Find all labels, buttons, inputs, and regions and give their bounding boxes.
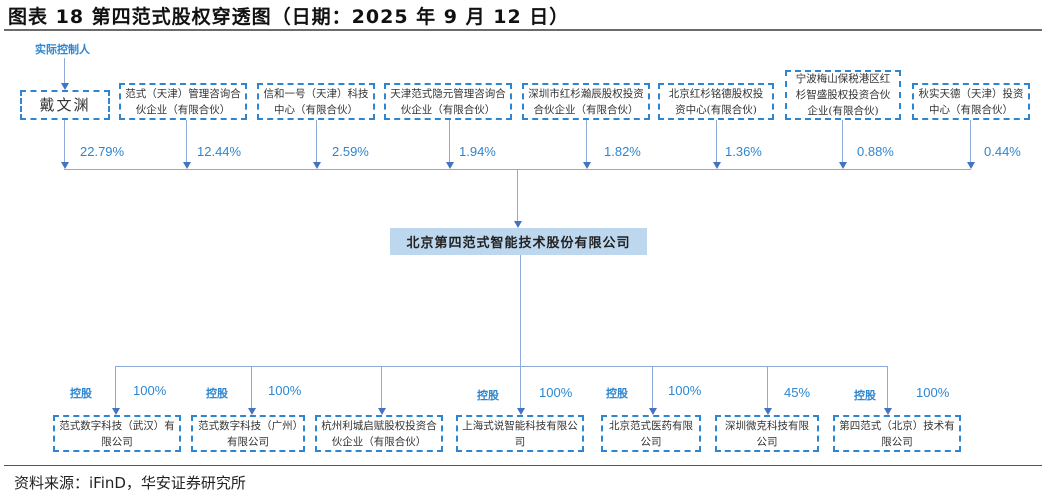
shareholder-box[interactable]: 戴文渊 xyxy=(20,90,110,120)
shareholder-name: 秋实天德（天津）投资中心（有限合伙） xyxy=(918,87,1024,116)
source-divider xyxy=(4,465,1042,466)
arrow-down-icon xyxy=(446,162,454,169)
subsidiary-bus-line xyxy=(115,366,887,367)
title-divider xyxy=(4,29,1042,31)
arrow-down-icon xyxy=(378,408,386,415)
shareholder-box[interactable]: 范式（天津）管理咨询合伙企业（有限合伙） xyxy=(119,83,247,120)
ownership-percent: 22.79% xyxy=(80,144,125,159)
subsidiary-name: 上海式说智能科技有限公司 xyxy=(462,419,578,448)
control-label: 控股 xyxy=(606,387,628,400)
figure-title: 图表 18 第四范式股权穿透图（日期：2025 年 9 月 12 日） xyxy=(8,6,570,28)
control-label: 控股 xyxy=(477,389,499,402)
connector xyxy=(716,120,717,163)
connector xyxy=(115,366,116,408)
connector xyxy=(251,366,252,408)
actual-controller-label: 实际控制人 xyxy=(35,43,90,56)
connector xyxy=(887,366,888,408)
connector xyxy=(842,120,843,163)
subsidiary-box[interactable]: 范式数字科技（武汉）有限公司 xyxy=(53,415,181,452)
ownership-percent: 100% xyxy=(916,385,950,400)
connector xyxy=(586,120,587,163)
ownership-percent: 1.82% xyxy=(604,144,641,159)
connector xyxy=(381,366,382,408)
subsidiary-name: 范式数字科技（广州）有限公司 xyxy=(198,419,298,448)
shareholder-name: 范式（天津）管理咨询合伙企业（有限合伙） xyxy=(125,87,241,116)
shareholder-name: 宁波梅山保税港区红杉智盛股权投资合伙企业(有限合伙) xyxy=(795,73,891,117)
shareholder-name: 深圳市红杉瀚辰股权投资合伙企业（有限合伙） xyxy=(528,87,644,116)
ownership-percent: 0.88% xyxy=(857,144,894,159)
shareholder-box[interactable]: 秋实天德（天津）投资中心（有限合伙） xyxy=(912,83,1030,120)
subsidiary-name: 杭州利城启赋股权投资合伙企业（有限合伙） xyxy=(321,419,437,448)
arrow-down-icon xyxy=(967,162,975,169)
connector xyxy=(186,120,187,163)
shareholder-name: 信和一号（天津）科技中心（有限合伙） xyxy=(263,87,369,116)
shareholder-name: 戴文渊 xyxy=(39,96,91,114)
shareholder-name: 北京红杉铭德股权投资中心(有限合伙) xyxy=(668,87,764,116)
shareholder-box[interactable]: 深圳市红杉瀚辰股权投资合伙企业（有限合伙） xyxy=(522,83,650,120)
control-label: 控股 xyxy=(70,387,92,400)
subsidiary-connector xyxy=(520,255,521,366)
control-label: 控股 xyxy=(854,389,876,402)
shareholder-name: 天津范式隐元管理咨询合伙企业（有限合伙） xyxy=(390,87,506,116)
subsidiary-box[interactable]: 深圳微克科技有限公司 xyxy=(715,415,819,452)
shareholder-box[interactable]: 北京红杉铭德股权投资中心(有限合伙) xyxy=(658,83,774,120)
ownership-percent: 12.44% xyxy=(197,144,242,159)
ownership-percent: 100% xyxy=(539,385,573,400)
shareholder-box[interactable]: 宁波梅山保税港区红杉智盛股权投资合伙企业(有限合伙) xyxy=(785,70,901,120)
connector xyxy=(449,120,450,163)
subsidiary-name: 第四范式（北京）技术有限公司 xyxy=(839,419,955,448)
arrow-down-icon xyxy=(583,162,591,169)
arrow-down-icon xyxy=(839,162,847,169)
connector xyxy=(767,366,768,408)
ownership-percent: 1.36% xyxy=(725,144,762,159)
controller-connector xyxy=(64,58,65,84)
source-note: 资料来源：iFinD，华安证券研究所 xyxy=(14,474,246,492)
ownership-percent: 2.59% xyxy=(332,144,369,159)
control-label: 控股 xyxy=(206,387,228,400)
subsidiary-name: 范式数字科技（武汉）有限公司 xyxy=(59,419,175,448)
ownership-percent: 45% xyxy=(784,385,811,400)
connector xyxy=(520,366,521,408)
connector xyxy=(64,120,65,163)
arrow-down-icon xyxy=(884,408,892,415)
arrow-down-icon xyxy=(764,408,772,415)
ownership-percent: 100% xyxy=(668,383,702,398)
arrow-down-icon xyxy=(112,408,120,415)
center-company-box[interactable]: 北京第四范式智能技术股份有限公司 xyxy=(390,228,647,255)
ownership-percent: 0.44% xyxy=(984,144,1021,159)
arrow-down-icon xyxy=(313,162,321,169)
subsidiary-box[interactable]: 范式数字科技（广州）有限公司 xyxy=(191,415,305,452)
arrow-down-icon xyxy=(713,162,721,169)
subsidiary-box[interactable]: 北京范式医药有限公司 xyxy=(601,415,701,452)
shareholder-box[interactable]: 天津范式隐元管理咨询合伙企业（有限合伙） xyxy=(384,83,512,120)
subsidiary-name: 深圳微克科技有限公司 xyxy=(725,419,809,448)
center-connector xyxy=(517,169,518,222)
ownership-percent: 100% xyxy=(268,383,302,398)
ownership-percent: 100% xyxy=(133,383,167,398)
arrow-down-icon xyxy=(514,221,522,228)
arrow-down-icon xyxy=(248,408,256,415)
subsidiary-box[interactable]: 第四范式（北京）技术有限公司 xyxy=(833,415,961,452)
arrow-down-icon xyxy=(61,162,69,169)
arrow-down-icon xyxy=(183,162,191,169)
connector xyxy=(970,120,971,163)
arrow-down-icon xyxy=(517,408,525,415)
subsidiary-box[interactable]: 杭州利城启赋股权投资合伙企业（有限合伙） xyxy=(315,415,443,452)
shareholder-box[interactable]: 信和一号（天津）科技中心（有限合伙） xyxy=(257,83,375,120)
subsidiary-box[interactable]: 上海式说智能科技有限公司 xyxy=(456,415,584,452)
ownership-percent: 1.94% xyxy=(459,144,496,159)
arrow-down-icon xyxy=(649,408,657,415)
connector xyxy=(316,120,317,163)
connector xyxy=(652,366,653,408)
subsidiary-name: 北京范式医药有限公司 xyxy=(609,419,693,448)
arrow-down-icon xyxy=(61,83,69,90)
